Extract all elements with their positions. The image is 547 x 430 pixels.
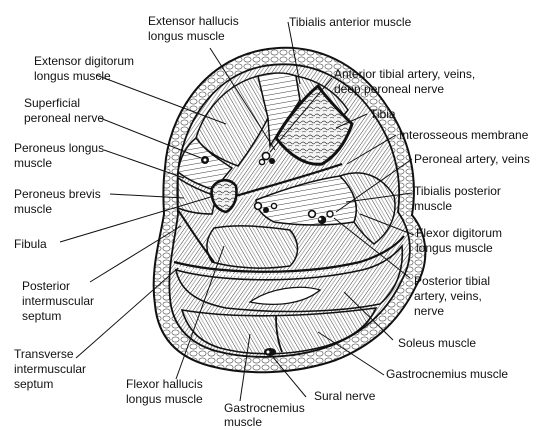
label-tibialis-anterior: Tibialis anterior muscle xyxy=(289,15,412,29)
label-superficial-peroneal-nerve-1: Superficial xyxy=(24,96,80,110)
label-extensor-digitorum-longus-2: longus muscle xyxy=(34,69,111,83)
superficial-peroneal-nerve-dot xyxy=(201,156,209,164)
label-peroneus-longus-2: muscle xyxy=(14,156,52,170)
label-sural-nerve: Sural nerve xyxy=(314,389,376,403)
sural-nerve-dot xyxy=(264,348,276,356)
label-extensor-hallucis-longus-2: longus muscle xyxy=(148,29,225,43)
label-anterior-tibial-2: deep peroneal nerve xyxy=(334,82,444,96)
label-peroneal-artery-veins: Peroneal artery, veins xyxy=(414,152,530,166)
label-peroneus-brevis-2: muscle xyxy=(14,202,52,216)
label-posterior-tibial-3: nerve xyxy=(414,304,444,318)
label-flexor-digitorum-longus-1: Flexor digitorum xyxy=(416,226,502,240)
label-anterior-tibial-1: Anterior tibial artery, veins, xyxy=(334,67,475,81)
label-gastrocnemius-bottom-1: Gastrocnemius xyxy=(224,401,305,415)
label-peroneus-longus-1: Peroneus longus xyxy=(14,141,104,155)
label-transverse-intermuscular-septum-3: septum xyxy=(14,377,53,391)
label-posterior-intermuscular-septum-2: intermuscular xyxy=(22,294,94,308)
label-gastrocnemius-right: Gastrocnemius muscle xyxy=(386,367,508,381)
label-posterior-tibial-1: Posterior tibial xyxy=(414,274,490,288)
label-soleus: Soleus muscle xyxy=(398,336,476,350)
flexor-hallucis-longus-muscle-shape xyxy=(207,226,298,268)
label-extensor-hallucis-longus-1: Extensor hallucis xyxy=(148,14,239,28)
label-tibialis-posterior-1: Tibialis posterior xyxy=(414,184,501,198)
label-tibialis-posterior-2: muscle xyxy=(414,199,452,213)
label-tibia: Tibia xyxy=(370,107,396,121)
label-fibula: Fibula xyxy=(14,237,47,251)
label-flexor-digitorum-longus-2: longus muscle xyxy=(416,241,493,255)
label-posterior-intermuscular-septum-3: septum xyxy=(22,309,61,323)
leg-section xyxy=(154,48,426,373)
label-interosseous-membrane: Interosseous membrane xyxy=(399,128,529,142)
label-transverse-intermuscular-septum-2: intermuscular xyxy=(14,362,86,376)
label-extensor-digitorum-longus-1: Extensor digitorum xyxy=(34,54,134,68)
label-gastrocnemius-bottom-2: muscle xyxy=(224,415,262,429)
label-posterior-intermuscular-septum-1: Posterior xyxy=(22,279,70,293)
label-flexor-hallucis-longus-1: Flexor hallucis xyxy=(126,377,203,391)
label-transverse-intermuscular-septum-1: Transverse xyxy=(14,347,74,361)
label-superficial-peroneal-nerve-2: peroneal nerve xyxy=(24,111,104,125)
label-posterior-tibial-2: artery, veins, xyxy=(414,289,482,303)
label-peroneus-brevis-1: Peroneus brevis xyxy=(14,187,101,201)
label-flexor-hallucis-longus-2: longus muscle xyxy=(126,392,203,406)
